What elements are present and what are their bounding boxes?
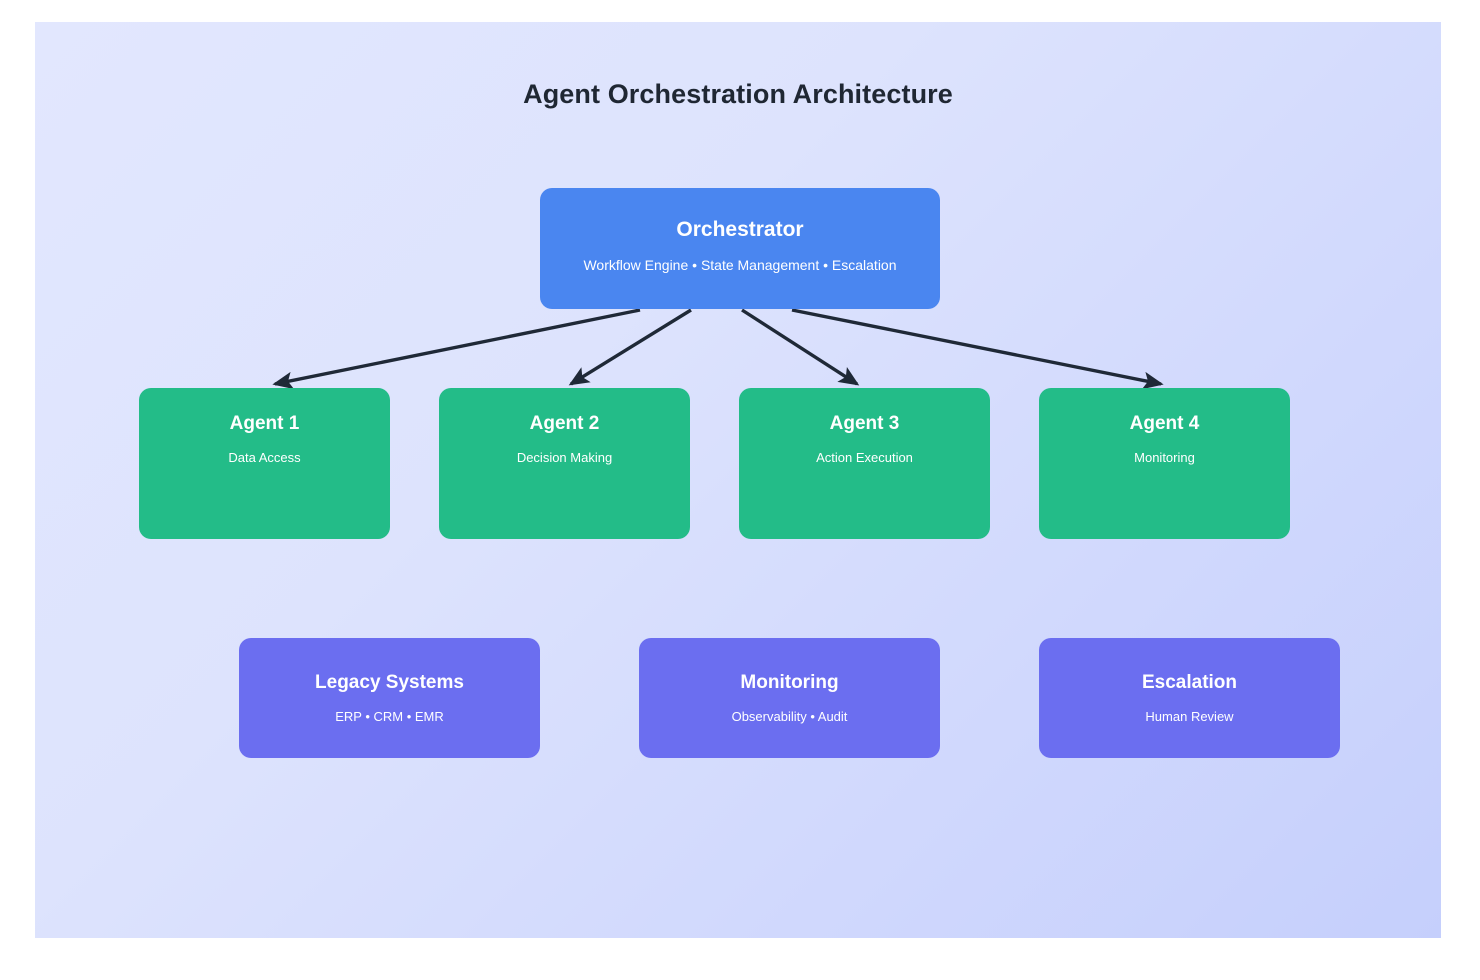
node-agent-2-subtitle: Decision Making	[516, 449, 613, 465]
connector-orchestrator-to-agent-2	[568, 308, 692, 386]
node-legacy-systems[interactable]: Legacy Systems ERP • CRM • EMR	[239, 638, 540, 758]
node-agent-4-subtitle: Monitoring	[1134, 449, 1195, 465]
node-escalation-title: Escalation	[1141, 672, 1238, 693]
connector-orchestrator-to-agent-4	[791, 308, 1164, 390]
node-orchestrator-title: Orchestrator	[676, 218, 804, 241]
node-agent-4-title: Agent 4	[1129, 413, 1200, 434]
node-agent-3-subtitle: Action Execution	[816, 449, 913, 465]
node-legacy-systems-subtitle: ERP • CRM • EMR	[335, 708, 444, 724]
diagram-canvas: Agent Orchestration Architecture Orchest…	[35, 22, 1441, 938]
connector-orchestrator-to-agent-1	[272, 308, 641, 390]
node-monitoring-subtitle: Observability • Audit	[731, 708, 848, 724]
node-agent-1-subtitle: Data Access	[228, 449, 301, 465]
node-agent-2-title: Agent 2	[529, 413, 600, 434]
node-agent-3-title: Agent 3	[829, 413, 900, 434]
node-agent-3[interactable]: Agent 3 Action Execution	[739, 388, 990, 539]
connector-orchestrator-to-agent-3	[741, 308, 860, 386]
node-orchestrator-subtitle: Workflow Engine • State Management • Esc…	[583, 257, 897, 274]
node-monitoring-title: Monitoring	[740, 672, 839, 693]
node-agent-1[interactable]: Agent 1 Data Access	[139, 388, 390, 539]
node-agent-1-title: Agent 1	[229, 413, 300, 434]
node-escalation-subtitle: Human Review	[1145, 708, 1234, 724]
node-orchestrator[interactable]: Orchestrator Workflow Engine • State Man…	[540, 188, 940, 309]
page-title: Agent Orchestration Architecture	[523, 79, 953, 109]
node-escalation[interactable]: Escalation Human Review	[1039, 638, 1340, 758]
node-agent-4[interactable]: Agent 4 Monitoring	[1039, 388, 1290, 539]
node-legacy-systems-title: Legacy Systems	[315, 672, 464, 693]
node-agent-2[interactable]: Agent 2 Decision Making	[439, 388, 690, 539]
node-monitoring[interactable]: Monitoring Observability • Audit	[639, 638, 940, 758]
